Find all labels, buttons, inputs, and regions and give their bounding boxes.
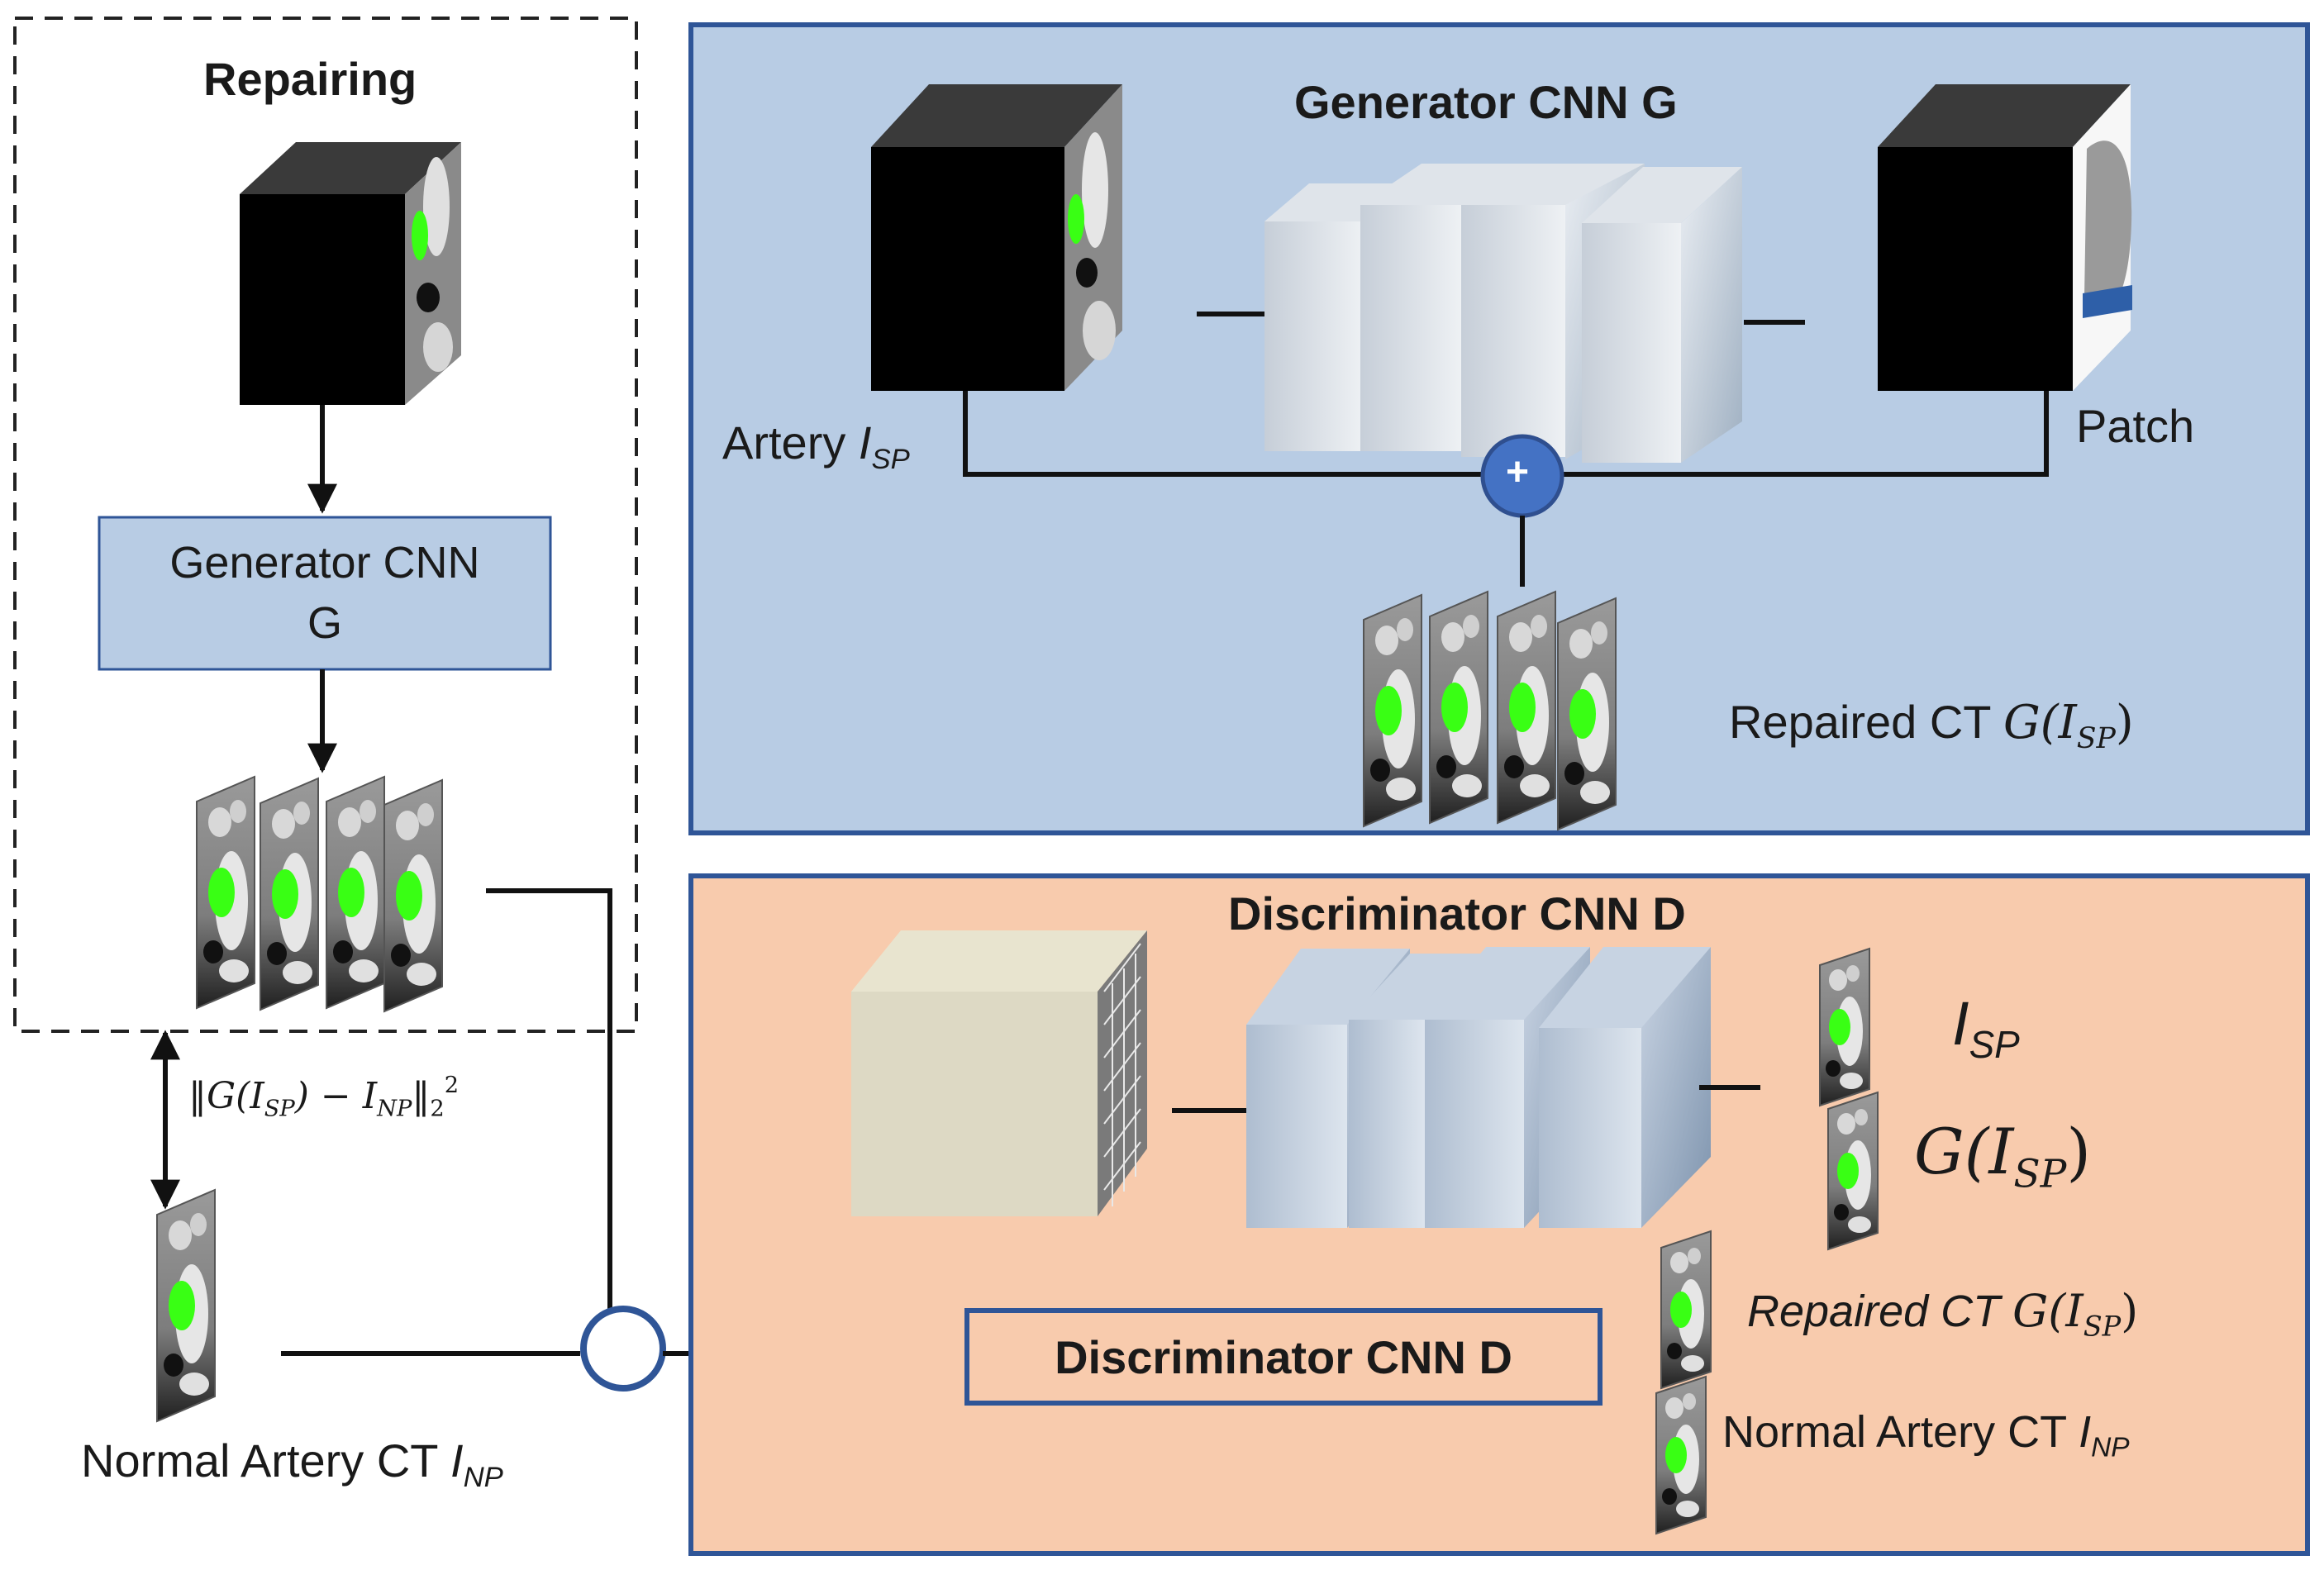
repairing-generator-label: Generator CNN G bbox=[99, 517, 550, 669]
repairing-generator-box bbox=[98, 516, 552, 671]
generator-panel-title: Generator CNN G bbox=[1294, 76, 1678, 128]
legend-normal-artery: Normal Artery CT INP bbox=[1722, 1407, 2130, 1463]
discriminator-box bbox=[964, 1308, 1603, 1406]
generator-box-line2: G bbox=[307, 598, 342, 648]
output-g-isp-slice bbox=[1827, 1092, 1879, 1250]
repaired-ct-label: Repaired CT G(ISP) bbox=[1729, 696, 2134, 756]
loss-formula: ‖G(ISP) − INP‖22 bbox=[188, 1073, 460, 1122]
legend-repaired-ct: Repaired CT G(ISP) bbox=[1747, 1285, 2139, 1343]
repairing-output-slices bbox=[196, 776, 443, 1012]
repairing-input-cube bbox=[240, 142, 461, 405]
discriminator-input-cube bbox=[851, 930, 1147, 1216]
generator-layer bbox=[1582, 167, 1742, 463]
artery-skip-line bbox=[963, 391, 1481, 477]
legend-g-isp: G(ISP) bbox=[1914, 1115, 2092, 1197]
plus-symbol: + bbox=[1506, 450, 1530, 494]
slices-to-combiner-line bbox=[486, 888, 612, 1349]
patch-output-cube bbox=[1878, 84, 2132, 391]
normal-artery-label: Normal Artery CT INP bbox=[81, 1434, 503, 1494]
discriminator-layer-stack bbox=[1246, 947, 1711, 1228]
feature-map-grid bbox=[1103, 943, 1141, 1206]
legend-isp: ISP bbox=[1952, 989, 2020, 1067]
discriminator-box-label: Discriminator CNN D bbox=[1055, 1330, 1512, 1383]
patch-label: Patch bbox=[2076, 400, 2195, 452]
output-isp-slice bbox=[1819, 948, 1870, 1106]
discriminator-panel-title: Discriminator CNN D bbox=[1228, 887, 1686, 940]
artery-label: Artery ISP bbox=[722, 416, 910, 476]
repairing-frame bbox=[13, 17, 638, 1033]
legend-repaired-slice bbox=[1660, 1230, 1712, 1389]
legend-normal-slice bbox=[1655, 1376, 1707, 1534]
combiner-node bbox=[580, 1306, 666, 1392]
artery-input-cube bbox=[871, 84, 1122, 391]
generator-layer-stack bbox=[1264, 164, 1742, 463]
repairing-title: Repairing bbox=[203, 53, 417, 105]
generator-box-line1: Generator CNN bbox=[169, 538, 480, 588]
normal-artery-slice bbox=[156, 1189, 216, 1422]
discriminator-layer bbox=[1539, 947, 1711, 1228]
patch-skip-line bbox=[1564, 391, 2049, 477]
